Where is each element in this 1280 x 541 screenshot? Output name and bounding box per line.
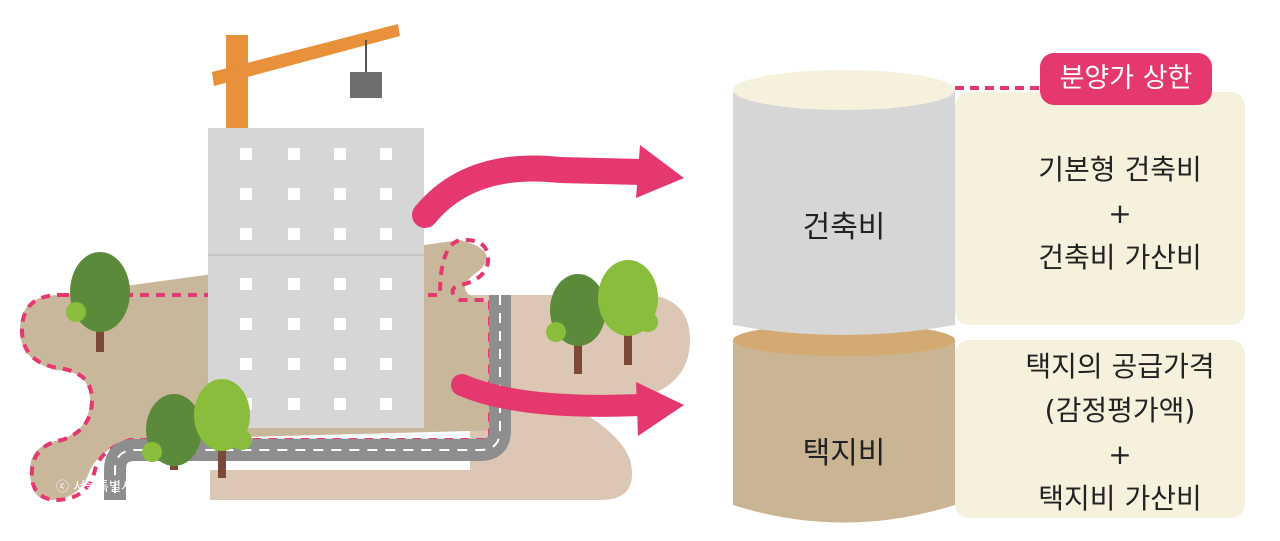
building-window <box>380 318 392 330</box>
crane <box>212 24 400 130</box>
land-cost-label: 택지비 <box>802 436 886 471</box>
appraisal-value: (감정평가액) <box>1044 394 1196 427</box>
building <box>208 128 424 428</box>
building-window <box>288 318 300 330</box>
building-window <box>240 318 252 330</box>
price-cap-badge: 분양가 상한 <box>1040 53 1212 105</box>
building-window <box>380 278 392 290</box>
building-window <box>334 398 346 410</box>
building-window <box>334 188 346 200</box>
building-window <box>240 358 252 370</box>
building-window <box>288 278 300 290</box>
building-window <box>380 358 392 370</box>
building-window <box>240 228 252 240</box>
arrow-to-land <box>451 374 684 436</box>
building-window <box>334 318 346 330</box>
copyright-credit: ⓒ 서울특별시 도시계획국 <box>56 480 197 495</box>
construction-cost-label: 건축비 <box>802 210 886 245</box>
building-window <box>334 228 346 240</box>
building-window <box>288 228 300 240</box>
building-window <box>240 278 252 290</box>
plus-sign: + <box>1108 197 1132 230</box>
construction-surcharge: 건축비 가산비 <box>1038 241 1202 274</box>
building-window <box>288 148 300 160</box>
building-window <box>380 228 392 240</box>
tree-bottom-pair <box>142 379 252 478</box>
land-breakdown: 택지의 공급가격 (감정평가액) + 택지비 가산비 <box>990 345 1250 521</box>
building-window <box>380 148 392 160</box>
cost-cylinder <box>733 70 955 523</box>
building-window <box>380 398 392 410</box>
arrow-to-construction <box>412 145 684 228</box>
building-window <box>380 188 392 200</box>
building-window <box>288 188 300 200</box>
land-surcharge: 택지비 가산비 <box>1038 482 1202 515</box>
building-window <box>334 358 346 370</box>
land-panel <box>955 340 1245 518</box>
building-window <box>288 358 300 370</box>
building-window <box>240 148 252 160</box>
building-window <box>240 188 252 200</box>
land-supply-price: 택지의 공급가격 <box>1025 350 1215 383</box>
building-window <box>334 148 346 160</box>
construction-breakdown: 기본형 건축비 + 건축비 가산비 <box>990 148 1250 280</box>
tree-right-pair <box>546 260 658 374</box>
plus-sign: + <box>1108 438 1132 471</box>
construction-panel <box>955 92 1245 325</box>
basic-construction-cost: 기본형 건축비 <box>1038 153 1202 186</box>
building-window <box>288 398 300 410</box>
tree-left <box>66 252 130 352</box>
building-window <box>334 278 346 290</box>
road <box>104 295 511 500</box>
